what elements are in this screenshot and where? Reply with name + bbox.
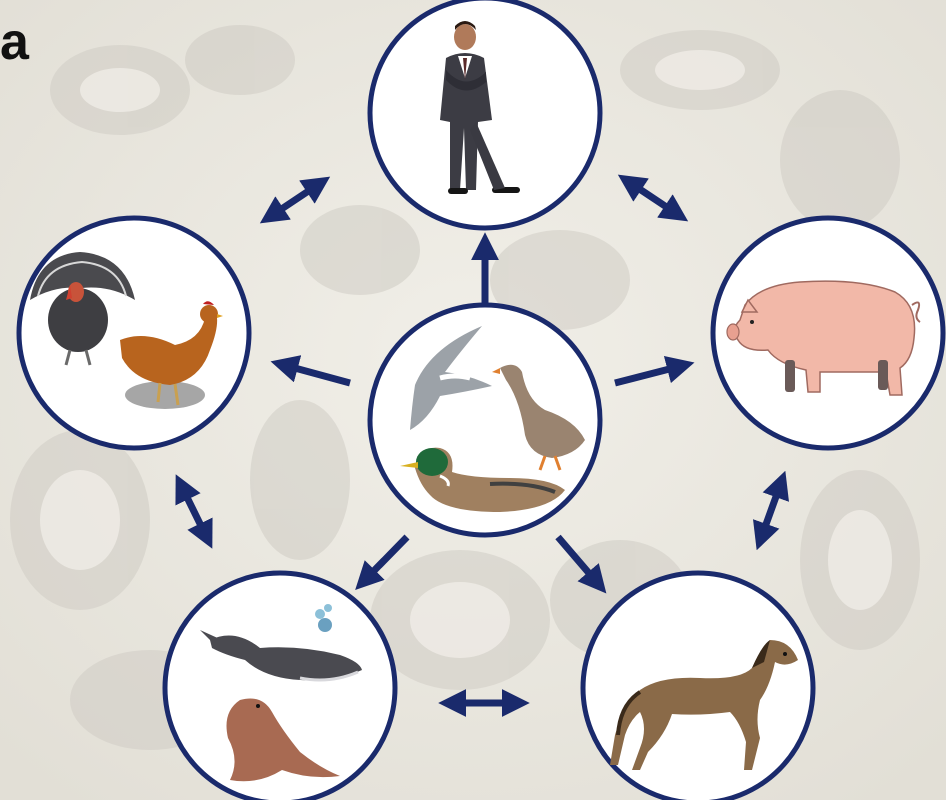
arrow-center-to-right	[615, 365, 685, 383]
arrow-right-bottom-bidirectional	[760, 480, 782, 541]
arrow-top-right-bidirectional	[626, 180, 680, 216]
arrow-center-to-bottom-left	[362, 537, 407, 583]
arrow-top-left-bidirectional	[268, 182, 322, 218]
arrow-center-to-left	[280, 364, 350, 383]
arrow-left-bottom-bidirectional	[180, 483, 208, 540]
arrow-center-to-bottom-right	[558, 537, 600, 586]
